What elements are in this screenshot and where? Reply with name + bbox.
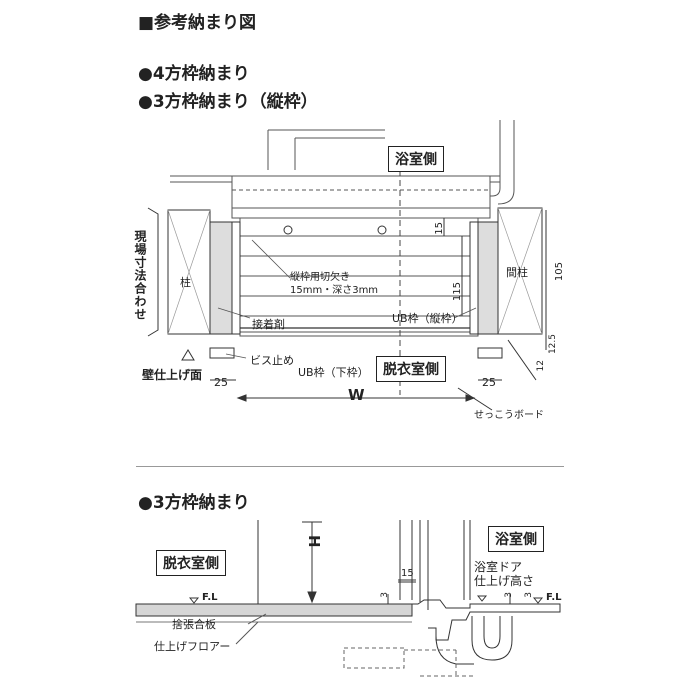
stud-label: 間柱	[506, 266, 528, 279]
height-dimension: H	[305, 535, 323, 548]
width-dimension: W	[348, 386, 365, 404]
wall-finish-label: 壁仕上げ面	[142, 368, 203, 382]
ub-frame-bottom-label: UB枠（下枠）	[298, 366, 369, 379]
heading-4-side-frame: ●4方枠納まり	[138, 64, 250, 84]
heading-3-side-frame: ●3方枠納まり	[138, 493, 250, 513]
dim-15-bottom: 15	[401, 568, 414, 579]
dim-3b: 3	[504, 592, 514, 598]
bathroom-side-label-top: 浴室側	[388, 146, 444, 172]
site-fit-label: 現場寸法合わせ	[133, 230, 147, 321]
dressing-side-label-bottom: 脱衣室側	[156, 550, 226, 576]
column-label: 柱	[180, 276, 191, 289]
heading-3-side-frame-vertical: ●3方枠納まり（縦枠）	[138, 92, 318, 112]
gypsum-board-label: せっこうボード	[474, 410, 544, 421]
fl-left: F.L	[202, 592, 218, 603]
fl-right: F.L	[546, 592, 562, 603]
dim-25-left: 25	[214, 376, 228, 389]
dim-25-right: 25	[482, 376, 496, 389]
bathroom-side-label-bottom: 浴室側	[488, 526, 544, 552]
plywood-label: 捨張合板	[172, 618, 216, 631]
dim-3a: 3	[380, 592, 390, 598]
section-divider	[136, 466, 564, 467]
door-height-label-2: 仕上げ高さ	[474, 574, 535, 588]
notch-label-1: 縦枠用切欠き	[290, 272, 350, 283]
notch-label-2: 15mm・深さ3mm	[290, 285, 379, 296]
dressing-side-label-top: 脱衣室側	[376, 356, 446, 382]
main-heading: ■参考納まり図	[138, 13, 257, 33]
dim-3c: 3	[524, 592, 534, 598]
adhesive-label: 接着剤	[252, 318, 285, 331]
ub-frame-vertical-label: UB枠（縦枠）	[392, 312, 463, 325]
door-height-label-1: 浴室ドア	[474, 560, 523, 574]
flooring-label: 仕上げフロアー	[154, 640, 231, 653]
screw-stop-label: ビス止め	[250, 354, 294, 367]
